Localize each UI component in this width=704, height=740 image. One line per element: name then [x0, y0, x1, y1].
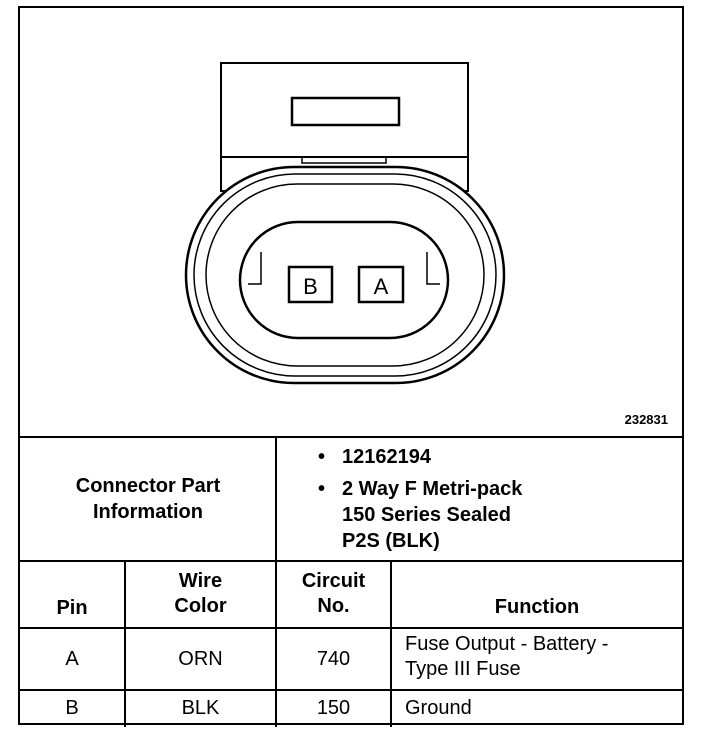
divider [124, 560, 126, 727]
figure-id: 232831 [624, 412, 668, 427]
pin-b-box [287, 265, 334, 304]
row-a-function: Fuse Output - Battery - Type III Fuse [405, 632, 680, 682]
connector-part-info-label: Connector Part Information [20, 438, 276, 560]
divider [20, 627, 682, 629]
connector-document: B A 232831 Connector Part Information • … [18, 6, 684, 727]
part-number: 12162194 [342, 446, 431, 468]
pin-b-label: B [303, 274, 318, 299]
header-pin: Pin [56, 597, 88, 619]
row-b-pin: B [65, 697, 79, 719]
part-number-item: • 12162194 [316, 444, 522, 470]
connector-part-info-label-line2: Information [93, 501, 203, 523]
connector-description-line: 150 Series Sealed [342, 504, 512, 526]
connector-illustration: B A 232831 [20, 8, 682, 436]
row-b-wire-color: BLK [181, 697, 220, 719]
header-wire-color: Wire Color [126, 569, 275, 619]
connector-part-info-label-line1: Connector Part [75, 475, 221, 497]
divider [20, 560, 682, 562]
header-circuit-line1: Circuit [301, 570, 366, 592]
header-function: Function [494, 596, 580, 618]
row-a-circuit: 740 [316, 648, 351, 670]
pin-a-box [357, 265, 405, 304]
connector-body [184, 165, 506, 385]
connector-description-line: P2S (BLK) [342, 530, 440, 552]
header-circuit-no: Circuit No. [277, 569, 390, 619]
latch-window [290, 96, 401, 127]
row-a-function-line1: Fuse Output - Battery - [405, 633, 609, 655]
divider [20, 689, 682, 691]
connector-description-item: • 2 Way F Metri-pack 150 Series Sealed P… [316, 476, 522, 554]
header-wire-color-line1: Wire [178, 570, 223, 592]
connector-drawing: B A [184, 62, 506, 385]
bullet-icon: • [318, 478, 326, 500]
header-wire-color-line2: Color [174, 595, 227, 617]
connector-part-info-values: • 12162194 • 2 Way F Metri-pack 150 Seri… [316, 444, 522, 560]
row-a-wire-color: ORN [178, 648, 223, 670]
connector-description-line: 2 Way F Metri-pack [342, 478, 523, 500]
divider [275, 436, 277, 562]
pin-a-label: A [374, 274, 389, 299]
divider [390, 560, 392, 727]
connector-cavity [238, 220, 450, 340]
row-a-function-line2: Type III Fuse [405, 658, 521, 680]
divider [20, 436, 682, 438]
header-circuit-line2: No. [317, 595, 350, 617]
row-b-circuit: 150 [316, 697, 351, 719]
divider [275, 560, 277, 727]
row-a-pin: A [65, 648, 79, 670]
row-b-function: Ground [405, 697, 472, 719]
bullet-icon: • [318, 446, 326, 468]
